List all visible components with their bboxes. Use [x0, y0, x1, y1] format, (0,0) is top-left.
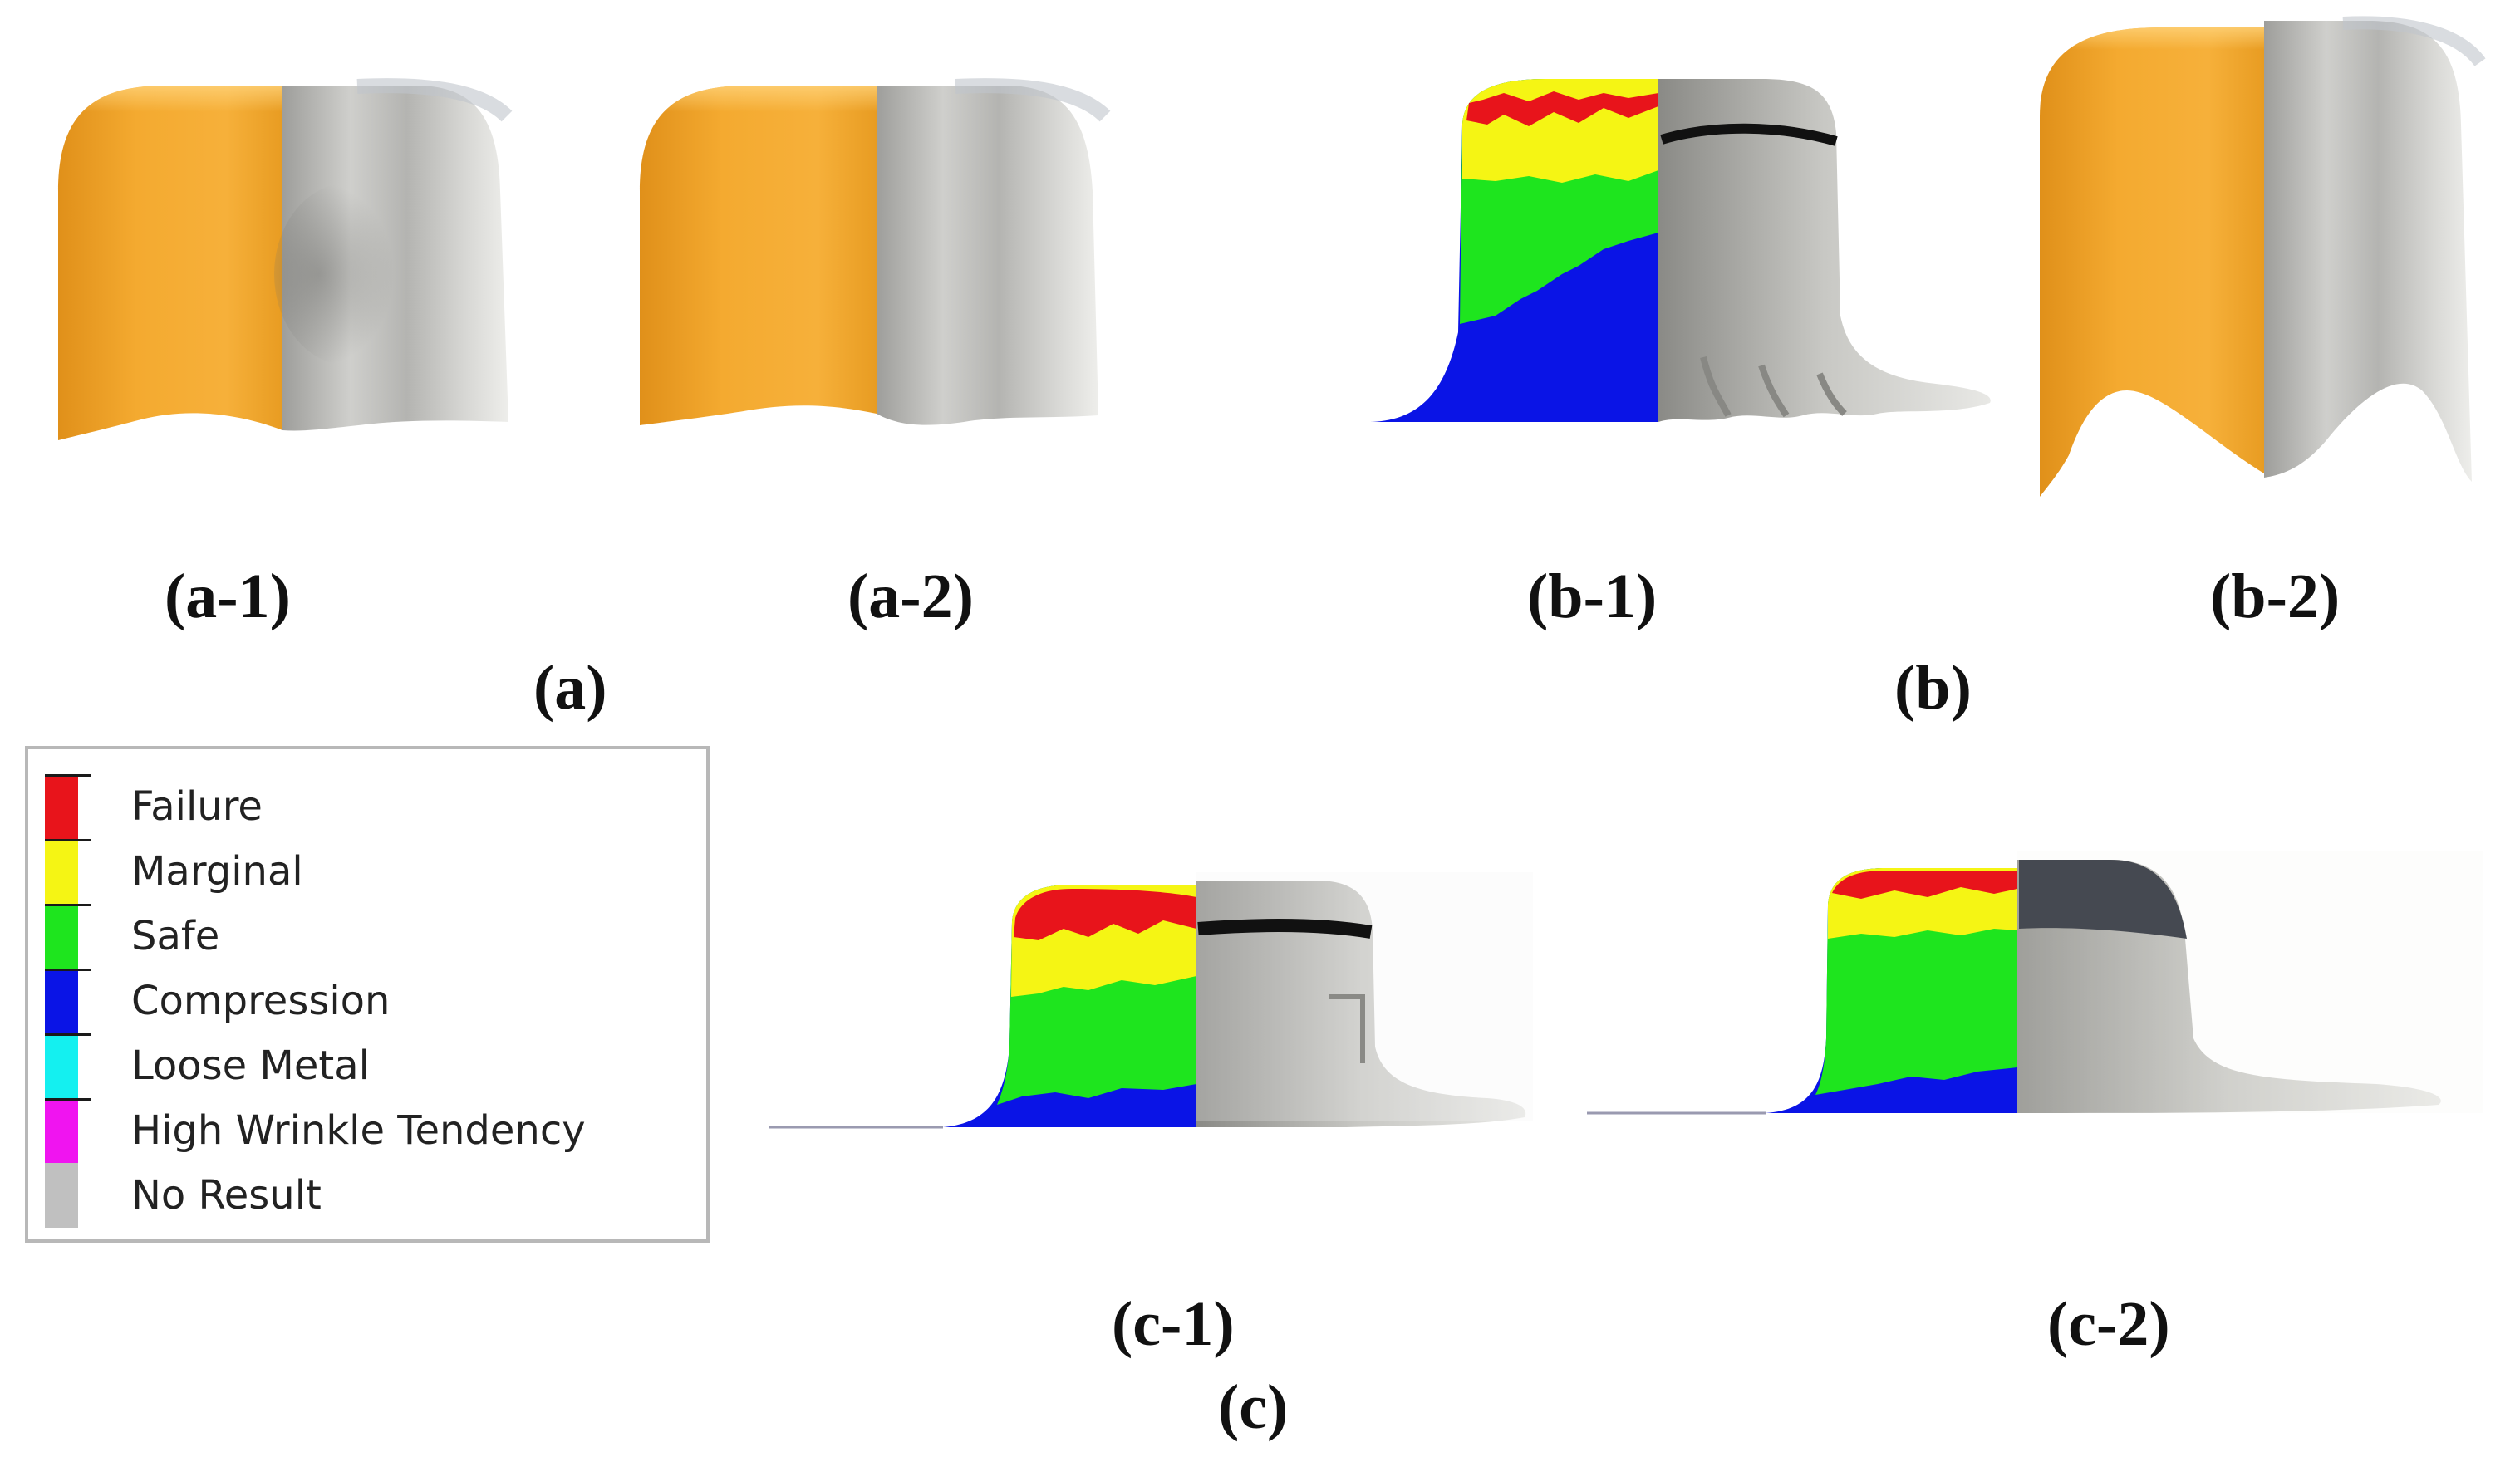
legend-swatch-loose-metal	[45, 1033, 78, 1098]
panel-b-2-image	[2040, 16, 2486, 497]
legend-label-marginal: Marginal	[131, 848, 303, 895]
legend-item-failure: Failure	[45, 774, 701, 839]
panel-b-2-metal-half	[2264, 21, 2472, 482]
panel-c-1-metal-half	[1196, 872, 1533, 1127]
legend-swatch-safe	[45, 904, 78, 969]
legend-item-loose-metal: Loose Metal	[45, 1033, 701, 1098]
legend-label-high-wrinkle-tendency: High Wrinkle Tendency	[131, 1107, 586, 1154]
panel-c-2-metal-half	[2017, 851, 2483, 1113]
legend-label-safe: Safe	[131, 913, 220, 959]
panel-b-1-metal-half	[1658, 79, 1991, 422]
legend-swatch-no-result	[45, 1163, 78, 1228]
legend-swatch-compression	[45, 969, 78, 1033]
legend-label-compression: Compression	[131, 978, 391, 1024]
panel-label-c-1: (c-1)	[1112, 1289, 1235, 1359]
panel-c-2-simulation-half	[1766, 868, 2017, 1113]
panel-a-2-simulation-half	[640, 86, 877, 425]
panel-a-2-metal-half	[877, 86, 1098, 425]
panel-a-2-image	[640, 78, 1111, 425]
panel-label-c-2: (c-2)	[2047, 1289, 2170, 1359]
legend-item-compression: Compression	[45, 969, 701, 1033]
legend-item-high-wrinkle-tendency: High Wrinkle Tendency	[45, 1098, 701, 1163]
legend-label-loose-metal: Loose Metal	[131, 1042, 370, 1089]
panel-b-1-simulation-half	[1371, 79, 1658, 422]
panel-label-b-1: (b-1)	[1527, 562, 1658, 631]
group-label-a: (a)	[533, 653, 607, 723]
legend-label-failure: Failure	[131, 783, 263, 830]
legend: Failure Marginal Safe Compression Loose …	[25, 746, 710, 1243]
legend-swatch-failure	[45, 774, 78, 839]
panel-c-1-image	[769, 872, 1533, 1129]
panel-c-2-image	[1587, 851, 2483, 1115]
group-label-c: (c)	[1218, 1372, 1289, 1442]
panel-label-b-2: (b-2)	[2210, 562, 2341, 631]
legend-swatch-high-wrinkle-tendency	[45, 1098, 78, 1163]
panel-a-1-simulation-half	[58, 86, 282, 440]
panel-c-1-simulation-half	[943, 885, 1196, 1127]
panel-label-a-2: (a-2)	[847, 562, 974, 631]
panel-b-2-simulation-half	[2040, 27, 2264, 497]
legend-item-safe: Safe	[45, 904, 701, 969]
legend-item-no-result: No Result	[45, 1163, 701, 1228]
panel-label-a-1: (a-1)	[165, 562, 291, 631]
panel-a-1-image	[58, 78, 513, 440]
legend-swatch-marginal	[45, 839, 78, 904]
group-label-b: (b)	[1894, 653, 1972, 723]
legend-label-no-result: No Result	[131, 1172, 322, 1219]
legend-item-marginal: Marginal	[45, 839, 701, 904]
panel-b-1-image	[1371, 79, 1991, 422]
